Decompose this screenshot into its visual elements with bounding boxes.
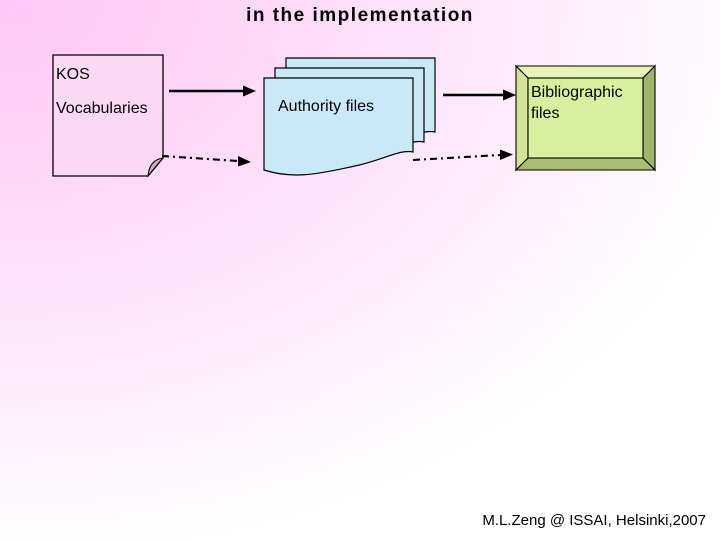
dashed-arrow-authority-to-bibliographic bbox=[412, 149, 513, 162]
dashed-arrow-kos-to-authority bbox=[161, 154, 251, 167]
kos-document-shape bbox=[52, 54, 165, 178]
arrow-authority-to-bibliographic bbox=[443, 89, 516, 101]
kos-label-line2: Vocabularies bbox=[56, 100, 148, 117]
authority-label: Authority files bbox=[278, 98, 375, 115]
authority-stack-shape bbox=[263, 57, 436, 176]
slide-title: in the implementation bbox=[246, 5, 474, 26]
arrow-kos-to-authority bbox=[169, 85, 256, 97]
bibliographic-label: Bibliographic files bbox=[531, 84, 623, 122]
kos-label-line1: KOS bbox=[56, 66, 90, 83]
footer-credit: M.L.Zeng @ ISSAI, Helsinki,2007 bbox=[482, 512, 706, 529]
bibliographic-box-shape bbox=[514, 64, 657, 172]
